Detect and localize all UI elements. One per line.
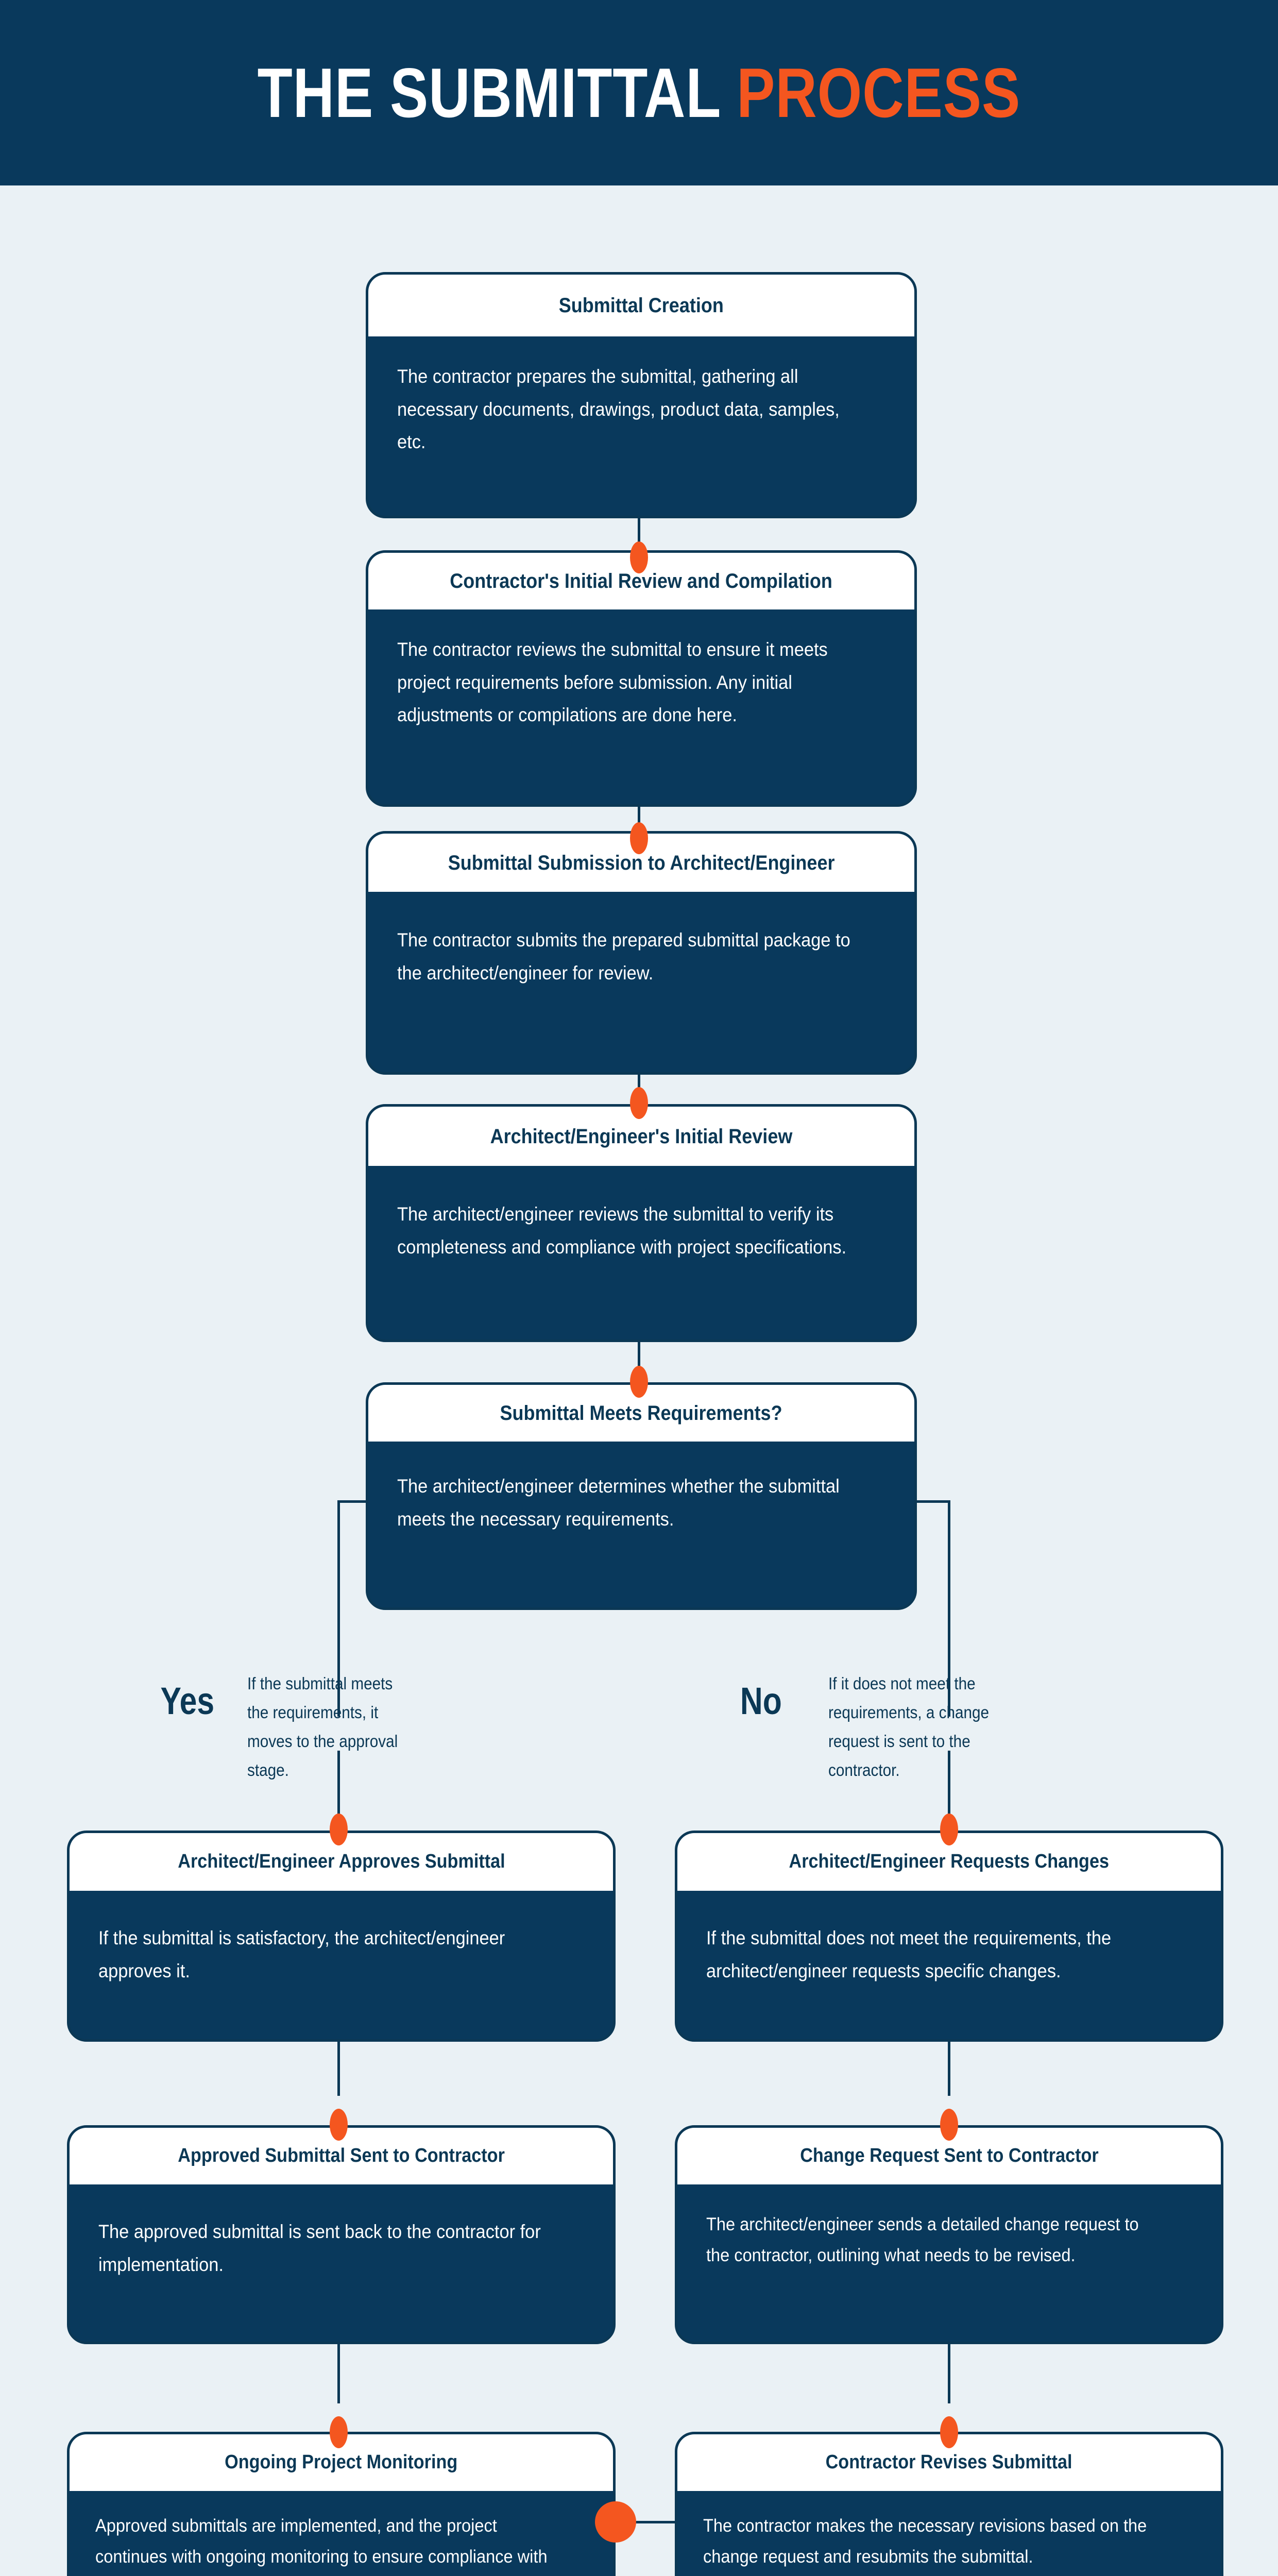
- flow-card-contractor-revises[interactable]: Contractor Revises Submittal The contrac…: [675, 2432, 1223, 2576]
- card-body: If the submittal is satisfactory, the ar…: [70, 1891, 613, 1997]
- card-header: Architect/Engineer Approves Submittal: [70, 1833, 613, 1891]
- card-description: The contractor submits the prepared subm…: [397, 929, 850, 984]
- flow-card-requests-changes[interactable]: Architect/Engineer Requests Changes If t…: [675, 1831, 1223, 2042]
- card-header: Submittal Creation: [368, 275, 914, 336]
- card-body: The architect/engineer sends a detailed …: [677, 2184, 1221, 2281]
- branch-line-right: [948, 1500, 950, 1717]
- branch-label-yes: Yes: [160, 1680, 215, 1722]
- flow-card-approved-sent-to-contractor[interactable]: Approved Submittal Sent to Contractor Th…: [67, 2125, 616, 2344]
- flow-card-contractor-initial-review[interactable]: Contractor's Initial Review and Compilat…: [366, 550, 917, 807]
- page-title-main: THE SUBMITTAL: [257, 54, 721, 132]
- card-description: If the submittal is satisfactory, the ar…: [98, 1927, 505, 1981]
- card-body: The contractor prepares the submittal, g…: [368, 336, 914, 469]
- connector-dot-right-1: [940, 1814, 958, 1845]
- connector-dot-4: [630, 1366, 648, 1398]
- card-title: Contractor Revises Submittal: [826, 2451, 1072, 2473]
- card-title: Architect/Engineer Requests Changes: [789, 1851, 1110, 1873]
- connector-line-left-2: [337, 2042, 340, 2096]
- card-body: The architect/engineer determines whethe…: [368, 1442, 914, 1546]
- connector-dot-left-3: [330, 2416, 348, 2448]
- card-title: Architect/Engineer's Initial Review: [490, 1125, 793, 1148]
- card-body: The approved submittal is sent back to t…: [70, 2184, 613, 2291]
- connector-dot-left-1: [330, 1814, 348, 1845]
- card-description: The architect/engineer reviews the submi…: [397, 1204, 847, 1258]
- connector-dot-right-2: [940, 2109, 958, 2141]
- card-description: The approved submittal is sent back to t…: [98, 2221, 541, 2275]
- card-title: Submittal Meets Requirements?: [500, 1402, 783, 1425]
- card-title: Architect/Engineer Approves Submittal: [177, 1851, 505, 1873]
- connector-dot-3: [630, 1087, 648, 1119]
- connector-dot-2: [630, 822, 648, 854]
- connector-dot-left-2: [330, 2109, 348, 2141]
- card-title: Change Request Sent to Contractor: [799, 2145, 1099, 2167]
- card-title: Ongoing Project Monitoring: [225, 2451, 458, 2473]
- connector-dot-right-3: [940, 2416, 958, 2448]
- card-title: Submittal Submission to Architect/Engine…: [448, 851, 835, 874]
- page-title: THE SUBMITTAL PROCESS: [258, 58, 1021, 128]
- connector-line-right-1: [948, 1751, 950, 1818]
- page-title-accent: PROCESS: [737, 54, 1021, 132]
- card-description: The contractor makes the necessary revis…: [703, 2516, 1147, 2567]
- branch-line-left: [337, 1500, 340, 1717]
- connector-line-left-3: [337, 2344, 340, 2403]
- card-body: The contractor reviews the submittal to …: [368, 609, 914, 742]
- card-description: The architect/engineer sends a detailed …: [706, 2214, 1139, 2266]
- card-description: Approved submittals are implemented, and…: [95, 2516, 548, 2567]
- card-description: If the submittal does not meet the requi…: [706, 1927, 1112, 1981]
- card-body: If the submittal does not meet the requi…: [677, 1891, 1221, 1997]
- feedback-connector-dot: [595, 2501, 636, 2543]
- branch-description-yes: If the submittal meets the requirements,…: [247, 1674, 398, 1780]
- card-description: The contractor reviews the submittal to …: [397, 639, 828, 726]
- connector-line-right-2: [948, 2042, 950, 2096]
- flow-card-submittal-creation[interactable]: Submittal Creation The contractor prepar…: [366, 272, 917, 518]
- card-description: The architect/engineer determines whethe…: [397, 1476, 840, 1530]
- card-title: Contractor's Initial Review and Compilat…: [450, 570, 833, 592]
- flow-card-change-request-sent[interactable]: Change Request Sent to Contractor The ar…: [675, 2125, 1223, 2344]
- flow-card-decision-meets-requirements[interactable]: Submittal Meets Requirements? The archit…: [366, 1382, 917, 1610]
- page-header: THE SUBMITTAL PROCESS: [0, 0, 1278, 185]
- card-body: Approved submittals are implemented, and…: [70, 2491, 613, 2576]
- feedback-connector-line: [616, 2521, 677, 2523]
- card-title: Submittal Creation: [558, 294, 724, 317]
- card-body: The architect/engineer reviews the submi…: [368, 1166, 914, 1274]
- card-body: The contractor makes the necessary revis…: [677, 2491, 1221, 2576]
- branch-label-no: No: [740, 1680, 782, 1722]
- branch-description-no: If it does not meet the requirements, a …: [828, 1674, 990, 1780]
- flow-card-approves-submittal[interactable]: Architect/Engineer Approves Submittal If…: [67, 1831, 616, 2042]
- flow-card-submittal-submission[interactable]: Submittal Submission to Architect/Engine…: [366, 831, 917, 1075]
- flow-card-architect-initial-review[interactable]: Architect/Engineer's Initial Review The …: [366, 1104, 917, 1342]
- connector-line-left-1: [337, 1751, 340, 1818]
- connector-dot-1: [630, 541, 648, 573]
- flow-card-ongoing-monitoring[interactable]: Ongoing Project Monitoring Approved subm…: [67, 2432, 616, 2576]
- connector-line-right-3: [948, 2344, 950, 2403]
- card-header: Architect/Engineer Requests Changes: [677, 1833, 1221, 1891]
- card-description: The contractor prepares the submittal, g…: [397, 366, 840, 453]
- card-title: Approved Submittal Sent to Contractor: [178, 2145, 505, 2167]
- card-body: The contractor submits the prepared subm…: [368, 892, 914, 999]
